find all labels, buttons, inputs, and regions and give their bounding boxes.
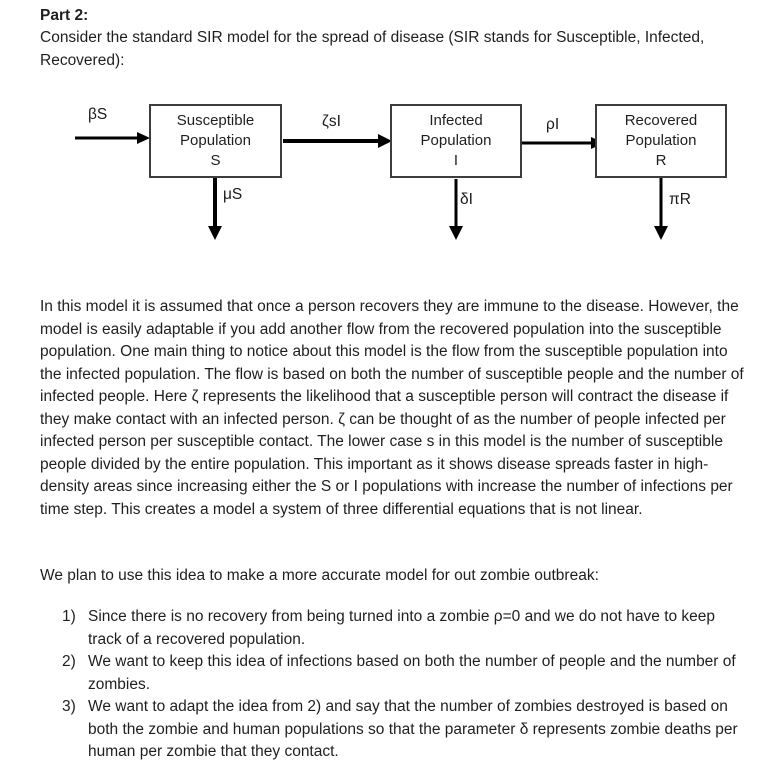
box-label-line: Recovered <box>624 112 698 129</box>
box-label-line: I <box>453 152 459 169</box>
recovered-population-box: Recovered Population R <box>595 104 727 178</box>
recovery-rate-label: ρI <box>546 116 560 133</box>
numbered-list: 1) Since there is no recovery from being… <box>40 606 752 764</box>
recovered-death-arrow <box>654 177 668 240</box>
list-item-number: 2) <box>62 653 76 670</box>
susceptible-death-arrow <box>208 177 222 240</box>
box-label-line: R <box>655 152 667 169</box>
box-label-line: Susceptible <box>176 112 255 129</box>
susceptible-population-box: Susceptible Population S <box>149 104 282 178</box>
recovered-death-label: πR <box>669 191 691 208</box>
list-item: 1) Since there is no recovery from being… <box>40 606 752 651</box>
infected-population-box: Infected Population I <box>390 104 522 178</box>
list-item-text: We want to keep this idea of infections … <box>88 653 736 693</box>
page-title: Part 2: <box>40 7 89 24</box>
box-label-line: S <box>210 152 221 169</box>
model-description-paragraph: In this model it is assumed that once a … <box>40 298 744 518</box>
infection-rate-label: ζsI <box>322 113 341 130</box>
birth-rate-label: βS <box>88 106 108 123</box>
susceptible-death-label: μS <box>223 186 243 203</box>
list-item: 2) We want to keep this idea of infectio… <box>40 651 752 696</box>
infected-death-arrow <box>449 179 463 240</box>
list-item: 3) We want to adapt the idea from 2) and… <box>40 696 752 764</box>
sir-flow-diagram: Susceptible Population S Infected Popula… <box>0 90 780 305</box>
box-label-line: Population <box>180 132 251 149</box>
zombie-plan-paragraph: We plan to use this idea to make a more … <box>40 567 599 584</box>
list-item-number: 3) <box>62 698 76 715</box>
box-label-line: Population <box>625 132 697 149</box>
list-item-text: We want to adapt the idea from 2) and sa… <box>88 698 738 760</box>
birth-arrow <box>75 132 150 144</box>
infection-arrow <box>283 134 392 148</box>
infected-death-label: δI <box>460 191 473 208</box>
list-item-number: 1) <box>62 608 76 625</box>
list-item-text: Since there is no recovery from being tu… <box>88 608 716 648</box>
box-label-line: Population <box>420 132 492 149</box>
intro-paragraph: Consider the standard SIR model for the … <box>40 29 705 69</box>
recovery-arrow <box>522 137 604 149</box>
box-label-line: Infected <box>429 112 483 129</box>
